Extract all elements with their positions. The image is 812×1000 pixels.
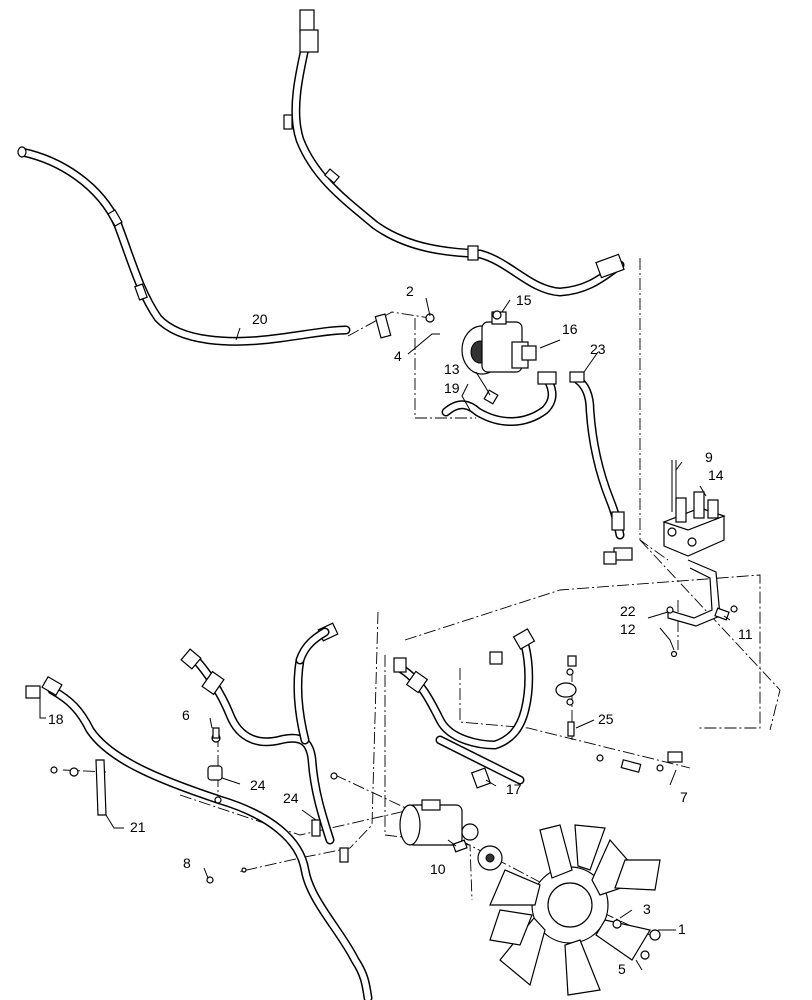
hose-23 [569, 371, 633, 565]
callout-6: 6 [182, 707, 190, 723]
callout-11: 11 [738, 626, 753, 642]
fasteners [206, 655, 683, 960]
callout-23: 23 [590, 341, 606, 357]
bracket-22 [666, 559, 738, 658]
valve-block-14 [662, 460, 726, 557]
hose-19 [441, 371, 557, 426]
callout-20: 20 [252, 311, 268, 327]
hose-20 [17, 146, 392, 346]
callout-4: 4 [394, 348, 402, 364]
callout-19: 19 [444, 380, 460, 396]
callout-15: 15 [516, 292, 532, 308]
callout-12: 12 [620, 621, 636, 637]
callout-7: 7 [680, 789, 688, 805]
leader-lines [39, 297, 731, 971]
callout-17: 17 [506, 781, 522, 797]
callout-24-lower: 24 [283, 790, 299, 806]
callout-22: 22 [620, 603, 636, 619]
middle-hose-left [180, 622, 339, 845]
callout-2: 2 [406, 283, 414, 299]
callout-25: 25 [598, 711, 614, 727]
callout-5: 5 [618, 961, 626, 977]
top-supply-hose [283, 9, 625, 297]
callout-labels: 1 2 3 4 5 6 7 8 9 10 11 12 13 14 15 16 1… [48, 283, 753, 977]
callout-8: 8 [183, 855, 191, 871]
callout-21: 21 [130, 819, 146, 835]
cooling-fan [489, 824, 661, 996]
callout-9: 9 [705, 449, 713, 465]
callout-16: 16 [562, 321, 578, 337]
pump-assembly [425, 310, 537, 375]
callout-14: 14 [708, 467, 724, 483]
callout-10: 10 [430, 861, 446, 877]
callout-13: 13 [444, 361, 460, 377]
callout-1: 1 [678, 921, 686, 937]
callout-24-upper: 24 [250, 777, 266, 793]
hose-21 [25, 675, 373, 1000]
callout-18: 18 [48, 711, 64, 727]
fan-motor-10 [399, 767, 503, 871]
middle-hose-right [393, 628, 536, 785]
callout-3: 3 [643, 901, 651, 917]
